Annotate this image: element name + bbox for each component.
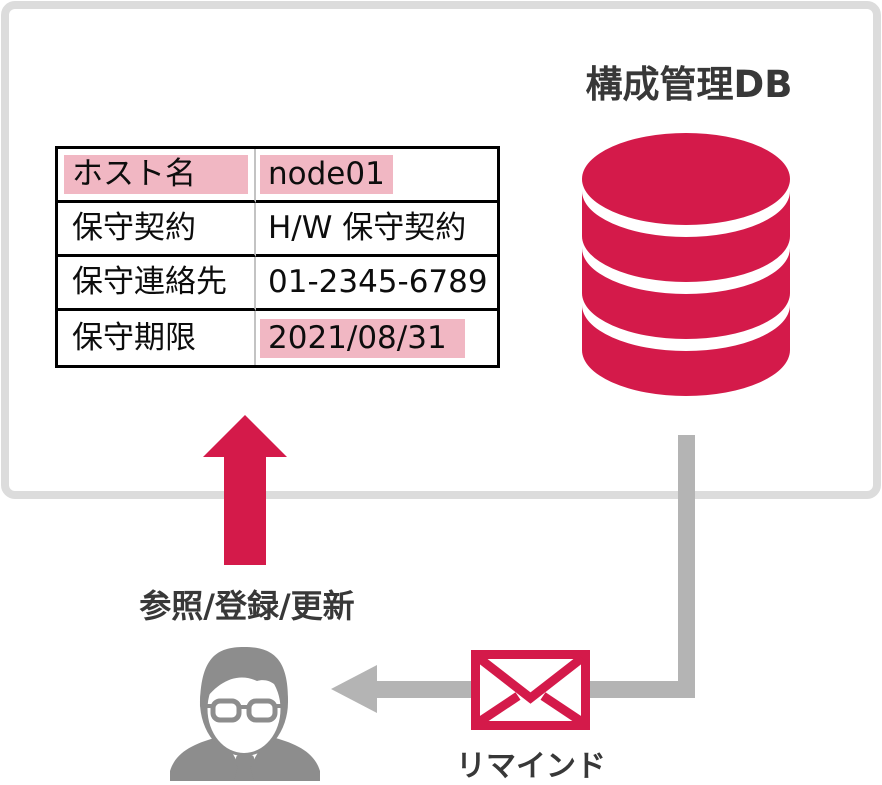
table-row-value: node01 bbox=[256, 149, 497, 203]
table-row-value: H/W 保守契約 bbox=[256, 203, 497, 257]
table-value-text: node01 bbox=[260, 155, 393, 194]
table-value-text: 2021/08/31 bbox=[260, 318, 465, 358]
table-row-value: 01-2345-6789 bbox=[256, 257, 497, 311]
table-row-label: ホスト名 bbox=[58, 149, 256, 203]
person-icon bbox=[170, 647, 320, 781]
table-row-label: 保守期限 bbox=[58, 311, 256, 365]
page-title: 構成管理DB bbox=[585, 63, 793, 106]
table-label-text: 保守連絡先 bbox=[72, 264, 227, 300]
mail-icon bbox=[471, 650, 590, 730]
connector-line-vertical bbox=[678, 435, 695, 698]
table-label-text: 保守契約 bbox=[72, 210, 196, 246]
table-value-text: 01-2345-6789 bbox=[268, 264, 488, 300]
remind-label: リマインド bbox=[456, 749, 606, 784]
database-icon bbox=[582, 133, 790, 396]
table-label-text: 保守期限 bbox=[72, 319, 196, 356]
table-label-text: ホスト名 bbox=[64, 155, 248, 194]
up-arrow-icon bbox=[203, 415, 287, 565]
table-value-text: H/W 保守契約 bbox=[268, 210, 467, 246]
system-boundary-frame bbox=[1, 1, 881, 499]
table-row-label: 保守連絡先 bbox=[58, 257, 256, 311]
host-info-table: ホスト名 node01 保守契約 H/W 保守契約 保守連絡先 01-2345-… bbox=[55, 146, 500, 368]
table-row-label: 保守契約 bbox=[58, 203, 256, 257]
left-arrow-icon bbox=[331, 665, 377, 713]
update-flow-label: 参照/登録/更新 bbox=[139, 587, 355, 625]
table-row-value: 2021/08/31 bbox=[256, 311, 497, 365]
